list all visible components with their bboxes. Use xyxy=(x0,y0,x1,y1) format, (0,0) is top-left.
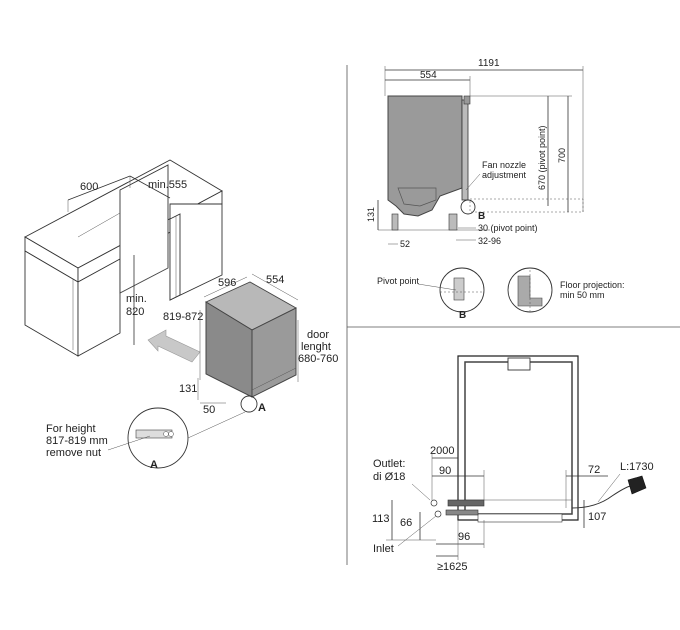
side-dishwasher-body xyxy=(387,95,463,217)
pivot-detail-part xyxy=(453,277,465,301)
dim-side-depth-label: 554 xyxy=(420,70,437,81)
door-label-3: 680-760 xyxy=(298,353,338,365)
dim-width-label: 600 xyxy=(80,181,98,193)
outlet-label-1: Outlet: xyxy=(373,458,405,470)
inlet-end xyxy=(434,510,442,518)
dim-niche-height-label: 819-872 xyxy=(163,311,203,323)
side-foot-front xyxy=(448,213,458,231)
detail-marker-a: A xyxy=(258,402,266,414)
dim-pivot-depth-label: 30 (pivot point) xyxy=(478,223,538,233)
niche-inner-line xyxy=(77,212,121,238)
inlet-offset-label: 96 xyxy=(458,531,470,543)
outlet-hose xyxy=(447,499,485,507)
dim-596-line xyxy=(203,276,248,298)
height-113-label: 113 xyxy=(372,513,390,525)
dim-height-min-label: min. xyxy=(126,293,147,305)
side-door-panel xyxy=(461,99,469,201)
floor-projection-label-2: min 50 mm xyxy=(560,290,605,300)
door-open-dashed xyxy=(469,198,584,213)
note-leader xyxy=(107,435,151,451)
floor-projection-label-1: Floor projection: xyxy=(560,280,625,290)
height-107-label: 107 xyxy=(588,511,606,523)
side-view: 1191 554 B Fan nozzle adjustment 670 (pi… xyxy=(366,58,584,249)
fan-nozzle-label-1: Fan nozzle xyxy=(482,160,526,170)
side-door-top xyxy=(463,95,471,105)
detail-a-leader xyxy=(187,411,246,439)
dishwasher-plinth-line xyxy=(251,367,297,391)
dim-side-height-label: 700 xyxy=(557,148,567,163)
power-cable xyxy=(571,485,631,509)
insert-arrow xyxy=(147,329,201,363)
outlet-offset-label: 90 xyxy=(439,465,451,477)
side-dishwasher-inner xyxy=(397,187,437,207)
dishwasher-side xyxy=(251,307,297,398)
dim-plinth-depth-label: 50 xyxy=(203,404,215,416)
power-plug xyxy=(627,475,647,495)
dim-554-line xyxy=(251,273,299,301)
detail-a-nut-2 xyxy=(168,431,174,437)
side-pivot-circle xyxy=(460,199,476,215)
right-cabinet-side xyxy=(169,213,181,301)
dim-depth-label: min.555 xyxy=(148,179,187,191)
height-66-label: 66 xyxy=(400,517,412,529)
front-panel-plinth xyxy=(477,513,563,523)
inlet-label: Inlet xyxy=(373,543,394,555)
cable-length-label: L:1730 xyxy=(620,461,654,473)
front-panel-vent xyxy=(507,357,531,371)
inlet-hose xyxy=(445,509,479,516)
height-note-1: For height xyxy=(46,423,96,435)
dim-plinth-height-label: 131 xyxy=(179,383,197,395)
right-offset-label: 72 xyxy=(588,464,600,476)
outlet-end xyxy=(430,499,438,507)
dim-555-line xyxy=(129,175,171,199)
left-cabinet-side xyxy=(77,258,121,357)
dim-pivot-height-label: 670 (pivot point) xyxy=(537,125,547,190)
pivot-point-label: Pivot point xyxy=(377,276,420,286)
fan-nozzle-leader xyxy=(465,173,481,191)
dim-appliance-depth-label: 554 xyxy=(266,274,284,286)
dim-height-min-value: 820 xyxy=(126,306,144,318)
height-note-3: remove nut xyxy=(46,447,101,459)
niche-floor-line xyxy=(119,267,169,294)
side-detail-marker: B xyxy=(478,211,485,222)
connections-view: L:1730 2000 90 Outlet: di Ø18 72 113 66 … xyxy=(372,355,654,573)
dim-side-plinth-label: 131 xyxy=(366,207,376,222)
inlet-leader xyxy=(397,515,437,547)
dim-foot-range-label: 32-96 xyxy=(478,236,501,246)
fan-nozzle-label-2: adjustment xyxy=(482,170,527,180)
dim-total-length-label: 1191 xyxy=(478,58,500,69)
side-foot-back xyxy=(391,213,399,231)
door-label-1: door xyxy=(307,329,329,341)
pivot-detail: Pivot point B Floor projection: min 50 m… xyxy=(377,267,625,321)
dim-foot-offset-label: 52 xyxy=(400,239,410,249)
dim-600-line xyxy=(67,175,131,201)
door-label-2: lenght xyxy=(301,341,331,353)
cabinet-view: 600 min.555 min. 820 596 554 819-872 doo… xyxy=(24,159,338,471)
detail-circle-a xyxy=(240,395,258,413)
front-panel-outer xyxy=(457,355,579,521)
outlet-leader xyxy=(411,483,431,501)
front-panel-inner xyxy=(464,361,573,515)
height-note-2: 817-819 mm xyxy=(46,435,108,447)
dim-appliance-width-label: 596 xyxy=(218,277,236,289)
pivot-detail-marker: B xyxy=(459,310,466,321)
hose-length-label: 2000 xyxy=(430,445,454,457)
detail-label-a: A xyxy=(150,459,158,471)
detail-a-nut-1 xyxy=(163,431,169,437)
min-length-label: ≥1625 xyxy=(437,561,468,573)
pivot-detail-leader xyxy=(417,283,457,291)
cable-leader xyxy=(597,473,621,503)
outlet-label-2: di Ø18 xyxy=(373,471,405,483)
